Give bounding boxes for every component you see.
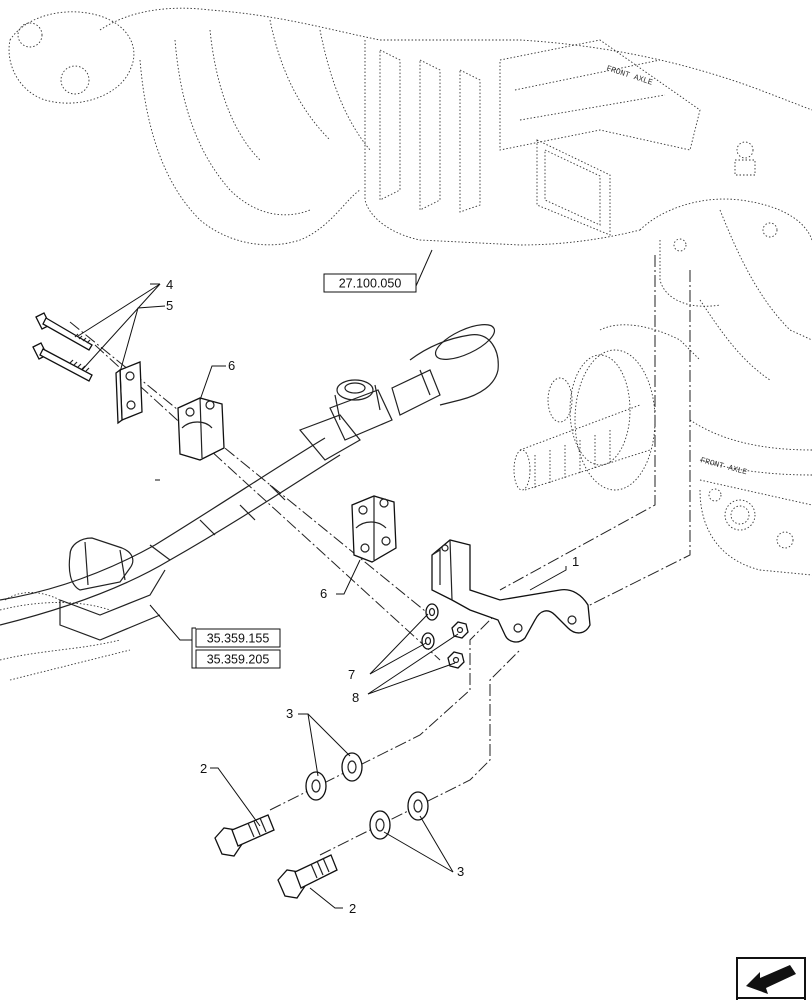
plate-label-front-axle-small: FRONT AXLE [699,456,748,477]
callout-6-upper: 6 [228,358,235,373]
callout-8: 8 [352,690,359,705]
callout-2-lower: 2 [349,901,356,916]
clamp-half-upper [177,397,225,461]
reference-label-pipe-2[interactable]: 35.359.205 [207,653,270,667]
nut-upper [451,621,469,639]
callout-5: 5 [166,298,173,313]
bolt-long-lower [32,342,93,382]
callout-4: 4 [166,277,173,292]
bracket [431,539,591,643]
plate-label-front-axle: FRONT AXLE [605,64,654,87]
reference-label-pipe-1[interactable]: 35.359.155 [207,632,270,646]
callout-6-lower: 6 [320,586,327,601]
reference-pipe-group [191,627,196,669]
clamp-plate [115,361,143,425]
callout-3-lower: 3 [457,864,464,879]
callout-1: 1 [572,554,579,569]
clamp-half-lower [351,495,397,563]
hex-bolt-upper [214,814,275,857]
reference-axle[interactable]: 27.100.050 [323,273,417,293]
washer-small-upper [425,603,439,621]
bolt-long-upper [35,312,93,351]
callout-3-upper: 3 [286,706,293,721]
washer-large-2 [341,752,363,782]
reference-label-axle[interactable]: 27.100.050 [339,277,402,291]
washer-large-3 [369,810,391,840]
washer-large-1 [305,771,327,801]
hex-bolt-lower [277,854,338,899]
washer-large-4 [407,791,429,821]
nut-lower [447,651,465,669]
washer-small-lower [421,632,435,650]
callout-2-upper: 2 [200,761,207,776]
leader-lines [77,249,567,909]
hydraulic-pipe-dotted [0,592,131,681]
assembly-lines [69,255,691,856]
callouts: 4 5 6 6 1 7 8 3 3 2 2 [166,277,579,916]
arrow-prev-icon[interactable] [736,957,806,1000]
callout-7: 7 [348,667,355,682]
pto-shaft [513,324,701,491]
reference-pipe-1[interactable]: 35.359.155 [195,628,281,648]
hydraulic-pipe [0,324,499,641]
reference-pipe-2[interactable]: 35.359.205 [195,649,281,669]
